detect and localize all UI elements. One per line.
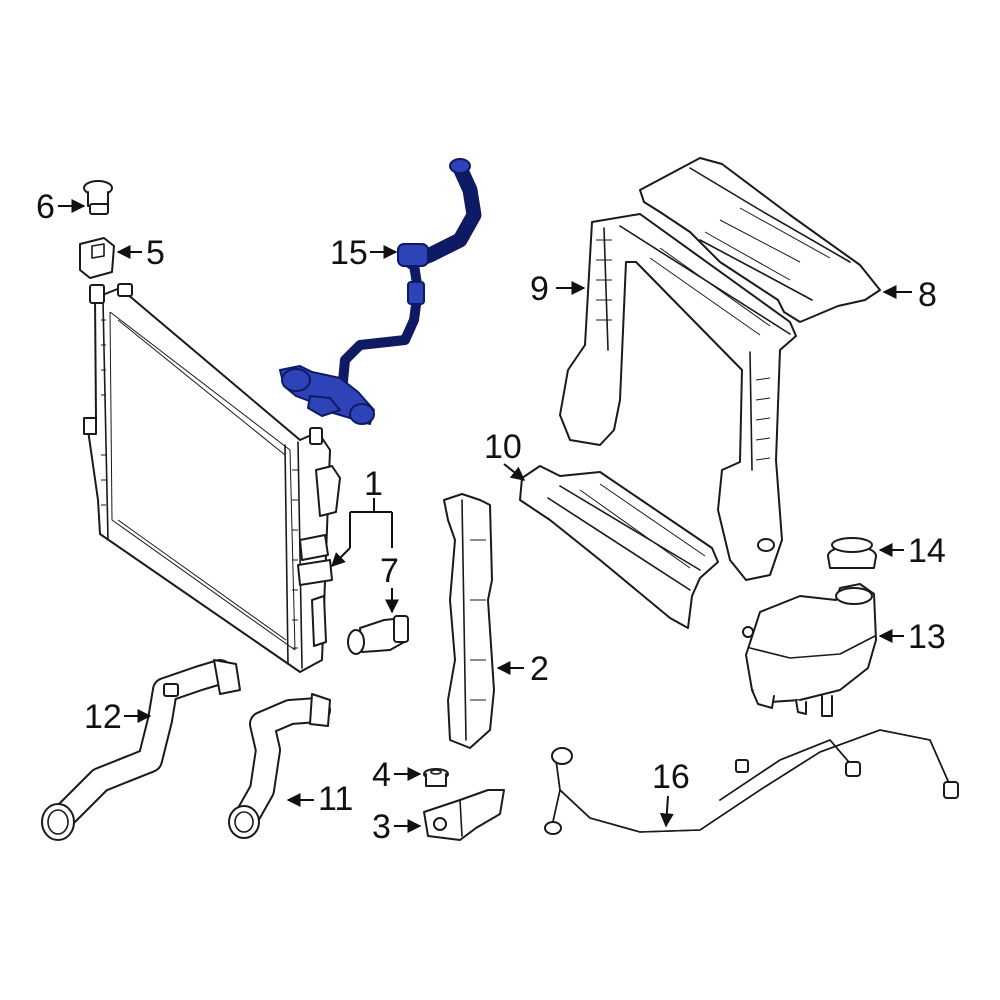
coolant-hose-highlighted bbox=[279, 158, 482, 425]
callout-11: 11 bbox=[286, 780, 353, 818]
callout-label-7: 7 bbox=[380, 552, 399, 590]
callout-15: 15 bbox=[330, 234, 398, 272]
side-deflector bbox=[443, 493, 495, 749]
callout-14: 14 bbox=[878, 532, 946, 570]
callout-label-5: 5 bbox=[146, 234, 165, 272]
callout-4: 4 bbox=[372, 756, 422, 794]
hose-12 bbox=[41, 659, 241, 841]
callout-label-1: 1 bbox=[364, 465, 383, 503]
callout-1: 1 bbox=[331, 465, 393, 567]
callout-label-8: 8 bbox=[918, 276, 937, 314]
air-guide bbox=[519, 465, 719, 629]
callout-9: 9 bbox=[530, 270, 586, 308]
radiator bbox=[83, 283, 341, 673]
callout-7: 7 bbox=[380, 552, 399, 614]
callout-label-11: 11 bbox=[318, 780, 353, 818]
callout-label-12: 12 bbox=[84, 698, 122, 736]
callout-label-15: 15 bbox=[330, 234, 368, 272]
callout-label-10: 10 bbox=[484, 428, 522, 466]
bracket bbox=[423, 789, 505, 841]
callout-8: 8 bbox=[882, 276, 937, 314]
callout-6: 6 bbox=[36, 188, 86, 226]
expansion-tank bbox=[742, 583, 877, 717]
callout-label-3: 3 bbox=[372, 808, 391, 846]
callout-label-14: 14 bbox=[908, 532, 946, 570]
sensor bbox=[347, 615, 409, 655]
shroud-frame bbox=[559, 213, 797, 581]
callout-5: 5 bbox=[116, 234, 165, 272]
callout-label-16: 16 bbox=[652, 758, 690, 796]
push-clip bbox=[83, 180, 113, 215]
callout-label-4: 4 bbox=[372, 756, 391, 794]
callout-label-9: 9 bbox=[530, 270, 549, 308]
callout-2: 2 bbox=[496, 650, 549, 688]
hose-harness bbox=[544, 729, 959, 835]
callout-label-13: 13 bbox=[908, 618, 946, 656]
callout-label-6: 6 bbox=[36, 188, 55, 226]
reservoir-cap bbox=[827, 537, 877, 569]
grommet bbox=[423, 768, 449, 787]
callout-label-2: 2 bbox=[530, 650, 549, 688]
clip-nut bbox=[79, 237, 115, 279]
upper-support bbox=[639, 157, 881, 323]
callout-3: 3 bbox=[372, 808, 422, 846]
callout-13: 13 bbox=[878, 618, 946, 656]
hose-11 bbox=[228, 693, 331, 839]
callout-10: 10 bbox=[484, 428, 526, 481]
callout-16: 16 bbox=[652, 758, 690, 828]
callout-12: 12 bbox=[84, 698, 152, 736]
